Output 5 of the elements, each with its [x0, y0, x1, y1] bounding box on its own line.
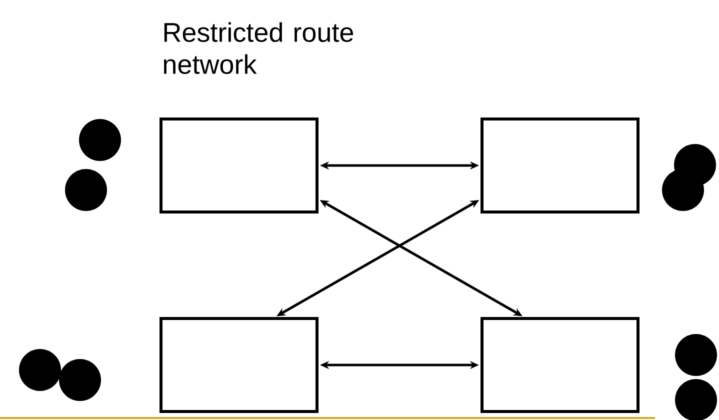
title: Restricted route network — [164, 22, 354, 74]
network-box — [480, 118, 640, 214]
network-box — [480, 317, 640, 413]
network-box — [160, 118, 318, 214]
network-box — [160, 317, 318, 413]
